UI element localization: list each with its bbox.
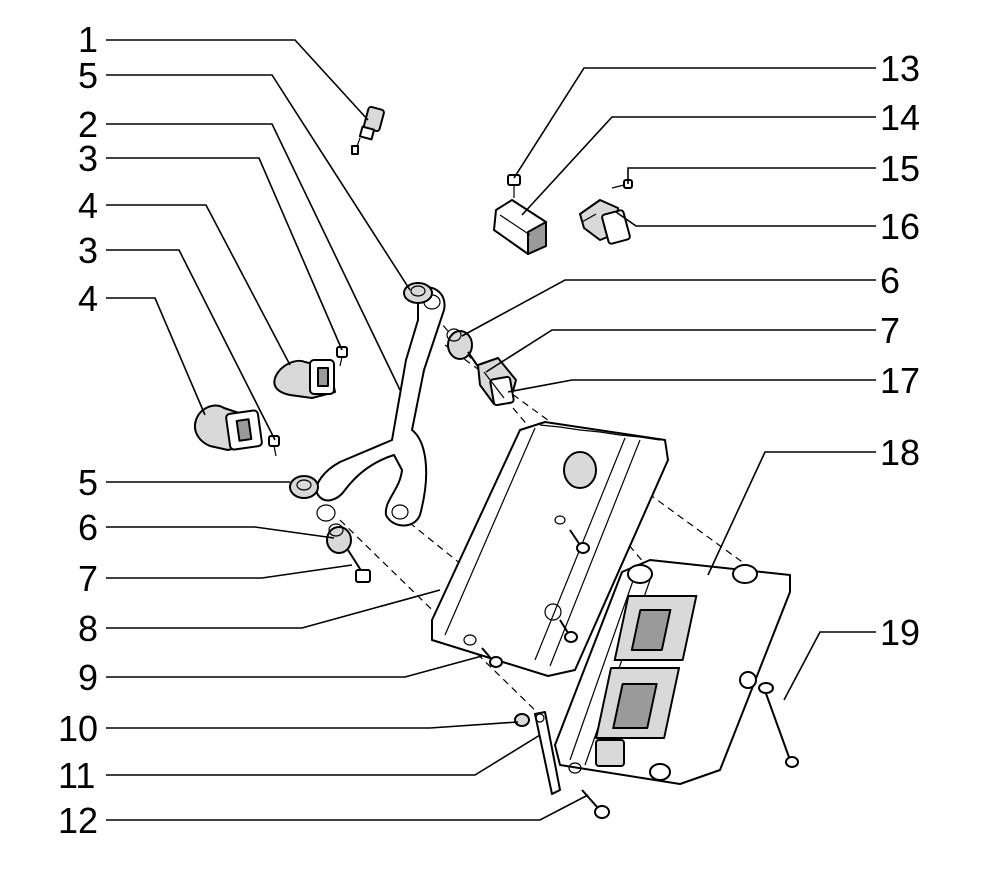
callout-left-4: 3 (78, 138, 98, 179)
callout-right-5: 6 (880, 260, 900, 301)
callout-right-8: 18 (880, 432, 920, 473)
part-sensor-17 (477, 357, 517, 407)
part-bolt-19 (758, 682, 799, 768)
callout-left-13: 10 (58, 708, 98, 749)
part-bushing-5-upper (403, 282, 433, 304)
callout-left-14: 11 (58, 755, 95, 796)
part-connector-14 (493, 199, 547, 255)
part-screw-3-lower (268, 435, 280, 457)
callout-right-7: 17 (880, 360, 920, 401)
callout-left-12: 9 (78, 657, 98, 698)
part-sensor-4-lower (194, 404, 263, 451)
part-screw-13 (507, 174, 521, 198)
callout-left-2: 5 (78, 55, 98, 96)
part-bracket-2 (315, 286, 446, 527)
callout-right-1: 13 (880, 48, 920, 89)
callout-right-9: 19 (880, 612, 920, 653)
callout-right-6: 7 (880, 310, 900, 351)
callout-left-7: 4 (78, 278, 98, 319)
callout-right-4: 16 (880, 206, 920, 247)
callout-right-2: 14 (880, 97, 920, 138)
part-screw-3-upper (336, 346, 348, 367)
callout-left-5: 4 (78, 185, 98, 226)
part-sensor-1 (351, 105, 385, 155)
part-grommet-6-upper (446, 328, 473, 360)
callout-left-3: 2 (78, 104, 98, 145)
part-bolt-12 (581, 789, 610, 819)
part-screw-9 (481, 647, 503, 668)
callout-right-3: 15 (880, 148, 920, 189)
callouts-left: 1 5 2 3 4 3 4 5 6 7 8 9 10 11 12 (58, 19, 98, 841)
part-sensor-4-upper (273, 359, 336, 399)
callout-left-11: 8 (78, 608, 98, 649)
part-screw-15 (611, 179, 633, 189)
part-bushing-5-lower (289, 475, 319, 499)
callout-left-6: 3 (78, 230, 98, 271)
part-bolt-7-lower (347, 549, 371, 583)
part-sensor-16 (579, 199, 631, 245)
callout-left-10: 7 (78, 558, 98, 599)
callout-left-9: 6 (78, 507, 98, 548)
callout-left-15: 12 (58, 800, 98, 841)
leader-lines-left (106, 39, 589, 821)
leader-lines-right (461, 67, 876, 701)
part-screws-on-heatsink (559, 529, 590, 643)
part-nut-10 (514, 713, 530, 727)
part-grommet-6-lower (326, 523, 352, 554)
callout-left-1: 1 (78, 19, 98, 60)
part-strap-11 (534, 711, 561, 795)
part-ecu-18 (554, 559, 791, 785)
callout-left-8: 5 (78, 462, 98, 503)
callouts-right: 13 14 15 16 6 7 17 18 19 (880, 48, 920, 653)
